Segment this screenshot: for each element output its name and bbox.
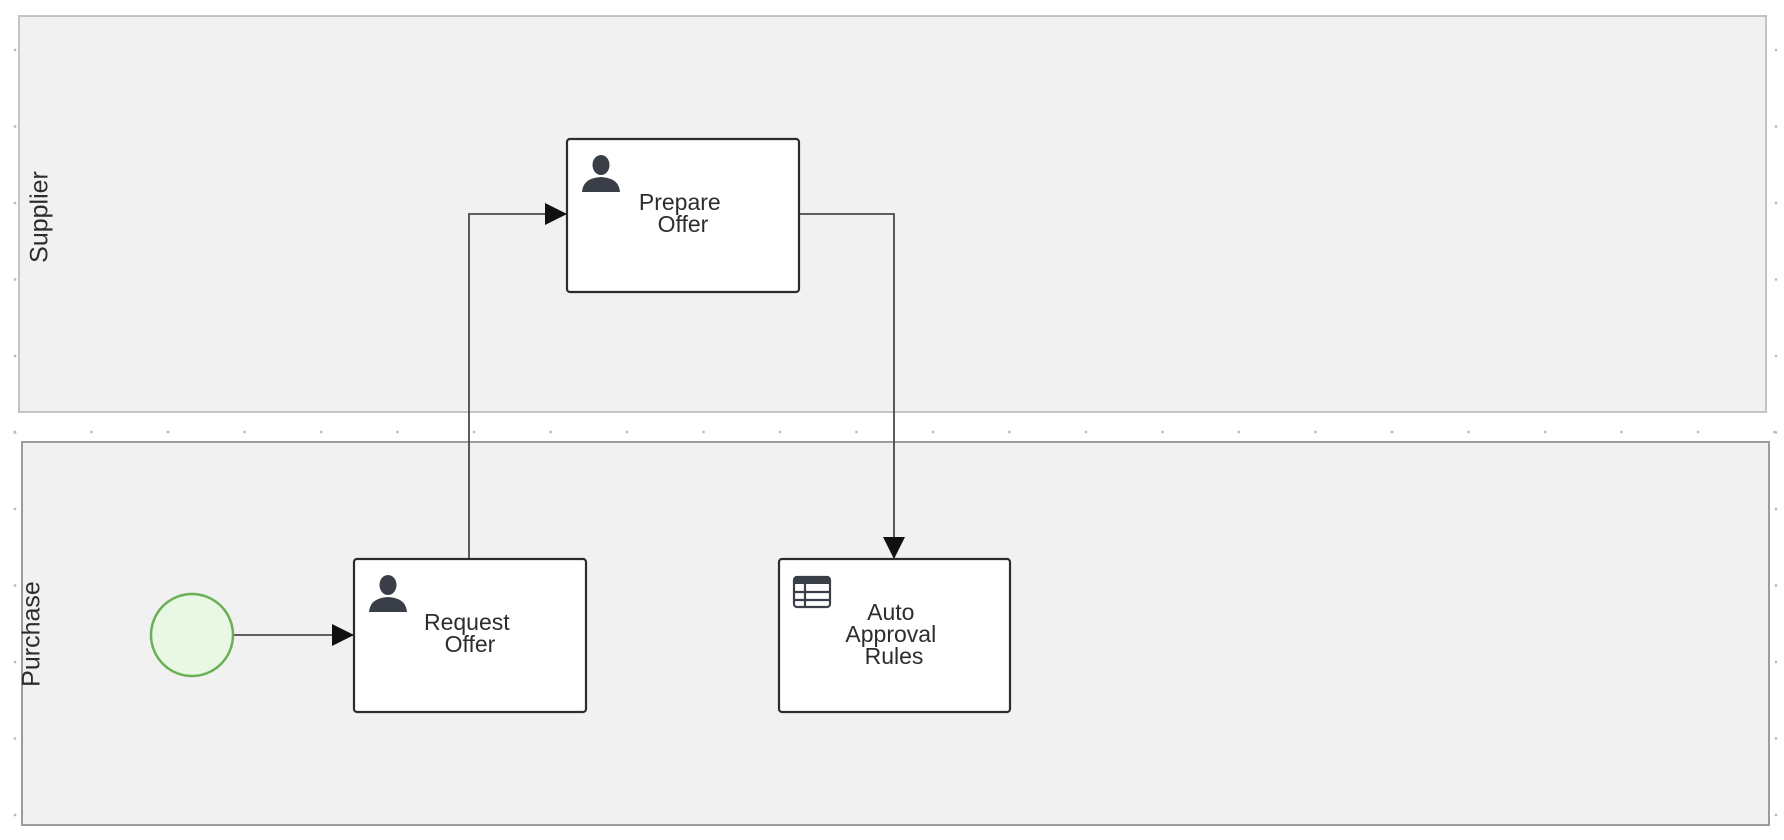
grid-dot [396, 430, 399, 434]
grid-dot [243, 430, 246, 434]
grid-dot [549, 430, 552, 434]
grid-dot [1390, 430, 1394, 434]
task-request-offer-label: Request Offer [424, 609, 516, 657]
grid-dot [1774, 125, 1778, 128]
grid-dot [1774, 431, 1778, 434]
grid-dot [778, 430, 782, 434]
grid-dot [13, 278, 17, 281]
task-request-offer-shape[interactable] [352, 557, 588, 714]
grid-dot [1084, 430, 1088, 434]
lane-supplier-label: Supplier [26, 171, 54, 263]
sequence-flows [234, 203, 905, 646]
grid-dot [1008, 430, 1011, 434]
grid-dot [1543, 430, 1547, 434]
grid-dot [1620, 430, 1623, 434]
grid-dot [13, 737, 17, 740]
grid-dot [931, 430, 935, 434]
grid-dot [855, 430, 858, 434]
grid-dot [1774, 201, 1778, 205]
task-auto-approval-rules[interactable]: Auto Approval Rules [777, 557, 1012, 714]
grid-dot [1774, 278, 1778, 281]
grid-dot [13, 660, 17, 664]
task-auto-approval-rules-line-1: Auto [867, 599, 914, 625]
grid-dot [1774, 354, 1778, 358]
grid-dot [1314, 430, 1317, 434]
lane-purchase-label: Purchase [18, 581, 46, 687]
task-request-offer-line-2: Offer [445, 631, 496, 657]
task-prepare-offer-shape[interactable] [565, 137, 801, 294]
grid-dot [13, 507, 17, 511]
start-event[interactable] [149, 592, 235, 678]
grid-dot [1774, 48, 1778, 52]
grid-dot [472, 430, 476, 434]
grid-dot [319, 430, 323, 434]
grid-dot [625, 430, 629, 434]
grid-dot [13, 584, 17, 587]
grid-dot [1774, 660, 1778, 664]
grid-dot [1774, 584, 1778, 587]
user-icon [582, 155, 620, 192]
user-icon [369, 575, 407, 612]
grid-dot [1696, 430, 1700, 434]
grid-dot [1774, 813, 1778, 817]
grid-dot [1237, 430, 1241, 434]
task-auto-approval-rules-line-3: Rules [865, 643, 924, 669]
task-prepare-offer[interactable]: Prepare Offer [565, 137, 801, 294]
task-prepare-offer-label: Prepare Offer [639, 189, 727, 237]
grid-dot [1774, 507, 1778, 511]
task-request-offer-line-1: Request [424, 609, 510, 635]
grid-dot [13, 431, 17, 434]
grid-dot [13, 813, 17, 817]
task-request-offer[interactable]: Request Offer [352, 557, 588, 714]
flow-prepare-offer-to-auto-approval[interactable] [799, 213, 905, 559]
task-prepare-offer-line-1: Prepare [639, 189, 721, 215]
task-auto-approval-rules-shape[interactable] [777, 557, 1012, 714]
grid-dot [13, 201, 17, 205]
grid-dot [1467, 430, 1470, 434]
task-auto-approval-rules-line-2: Approval [845, 621, 936, 647]
grid-dot [1774, 737, 1778, 740]
grid-dot [13, 48, 17, 52]
flow-request-offer-to-prepare-offer[interactable] [468, 203, 567, 559]
table-icon [792, 575, 832, 609]
grid-dot [166, 430, 170, 434]
grid-dot [702, 430, 705, 434]
grid-dot [1161, 430, 1164, 434]
grid-dot [13, 354, 17, 358]
task-prepare-offer-line-2: Offer [658, 211, 709, 237]
canvas-grid [13, 48, 1778, 817]
grid-dot [90, 430, 93, 434]
task-auto-approval-rules-label: Auto Approval Rules [845, 599, 942, 669]
grid-dot [13, 125, 17, 128]
